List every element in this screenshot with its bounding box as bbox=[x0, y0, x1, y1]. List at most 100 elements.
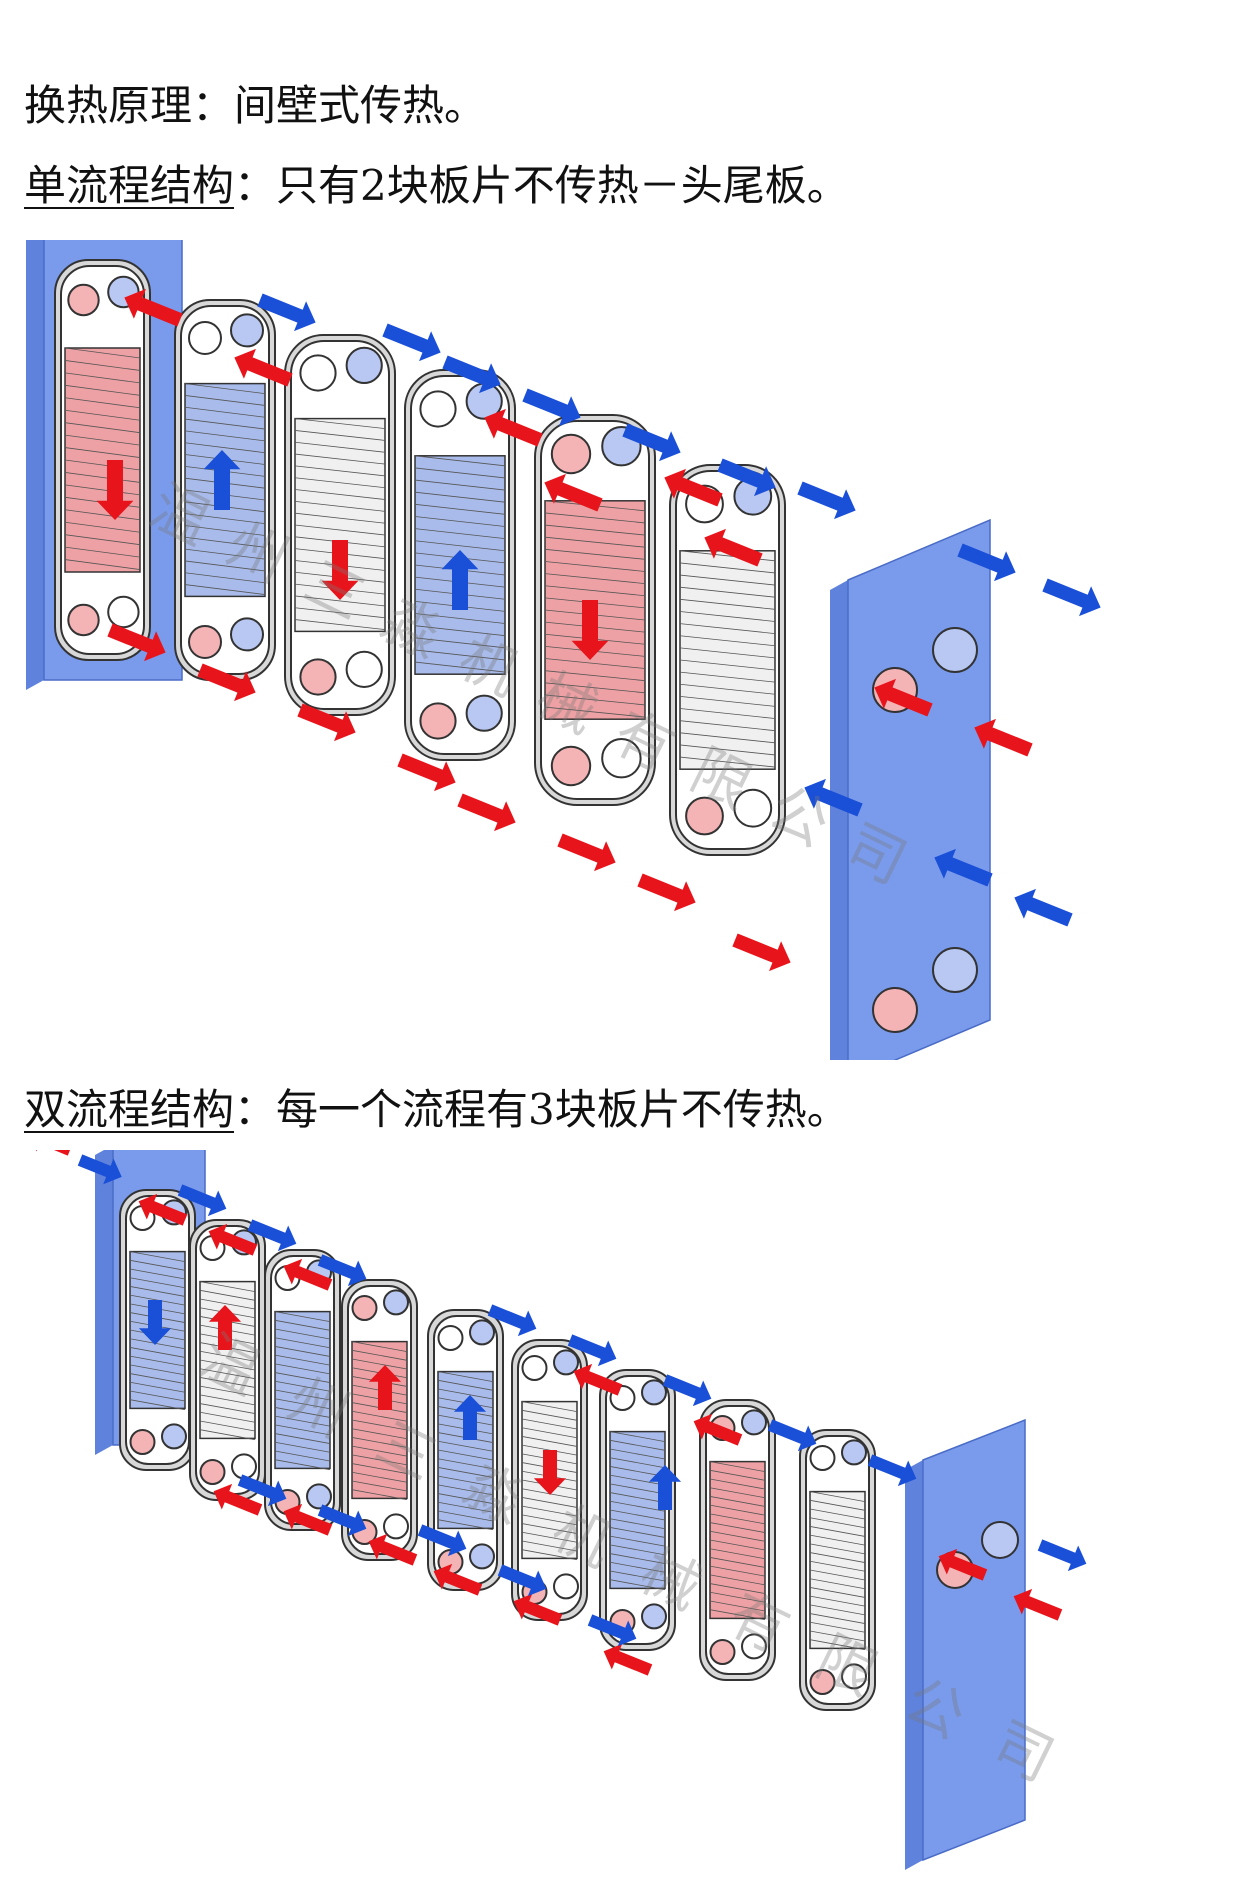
corrugation-line bbox=[64, 484, 141, 496]
corrugation-line bbox=[709, 1591, 766, 1603]
flow-arrow bbox=[208, 1223, 258, 1256]
flow-arrow-shape bbox=[484, 408, 543, 447]
corrugation-line bbox=[809, 1517, 866, 1529]
plate-port bbox=[469, 1543, 495, 1570]
corrugation-line bbox=[521, 1540, 578, 1552]
pressure-port bbox=[932, 627, 978, 673]
flow-arrow-shape bbox=[247, 1219, 297, 1252]
corrugation-line bbox=[351, 1349, 408, 1361]
corrugation-line bbox=[709, 1583, 766, 1594]
flow-arrow bbox=[732, 933, 791, 972]
plate-port bbox=[469, 1319, 495, 1346]
corrugation-line bbox=[64, 509, 141, 521]
corrugation-line bbox=[809, 1491, 866, 1502]
flow-arrow-shape bbox=[138, 1300, 172, 1345]
corrugation-line bbox=[274, 1311, 331, 1322]
corrugation-line bbox=[414, 613, 506, 624]
flow-arrow-shape bbox=[368, 1365, 402, 1410]
corrugation-line bbox=[609, 1492, 666, 1503]
corrugation-line bbox=[199, 1298, 256, 1310]
corrugation-line bbox=[609, 1457, 666, 1469]
flow-arrow-shape bbox=[297, 703, 356, 742]
flow-arrow bbox=[417, 1524, 467, 1557]
double-pass-line: 双流程结构：每一个流程有3块板片不传热。 bbox=[24, 1082, 849, 1138]
corrugation-line bbox=[709, 1487, 766, 1499]
double-pass-label: 双流程结构 bbox=[24, 1085, 235, 1134]
corrugation-line bbox=[184, 548, 266, 560]
corrugation-line bbox=[679, 574, 776, 586]
flow-arrow bbox=[368, 1365, 402, 1410]
plate-port bbox=[188, 321, 222, 355]
corrugation-line bbox=[199, 1350, 256, 1362]
flow-arrow bbox=[533, 1450, 567, 1495]
flow-arrow-shape bbox=[382, 323, 441, 362]
corrugation-line bbox=[521, 1505, 578, 1517]
corrugation-line bbox=[679, 696, 776, 707]
plate-port bbox=[199, 1459, 226, 1485]
flow-arrow-shape bbox=[938, 1548, 988, 1581]
corrugation-line bbox=[809, 1508, 866, 1520]
pressure-plate bbox=[905, 1418, 1026, 1870]
flow-arrow-shape bbox=[453, 1395, 487, 1440]
corrugation-line bbox=[351, 1445, 408, 1457]
flow-arrow-shape bbox=[317, 1504, 367, 1537]
corrugation-line bbox=[809, 1595, 866, 1607]
flow-arrow-shape bbox=[1042, 578, 1101, 617]
single-pass-svg bbox=[26, 240, 1101, 1060]
corrugation-line bbox=[294, 453, 386, 465]
corrugation-line bbox=[184, 560, 266, 572]
corrugation-line bbox=[129, 1381, 186, 1393]
corrugation-line bbox=[609, 1518, 666, 1530]
corrugation-line bbox=[274, 1354, 331, 1366]
double-pass-text: 每一个流程有3块板片不传热。 bbox=[276, 1085, 849, 1134]
corrugation-line bbox=[351, 1410, 408, 1422]
corrugation-line bbox=[709, 1469, 766, 1481]
flow-arrow bbox=[283, 1258, 333, 1291]
corrugation-line bbox=[294, 430, 386, 441]
flow-arrow-shape bbox=[874, 678, 933, 717]
corrugation-line bbox=[274, 1441, 331, 1453]
plate-port bbox=[161, 1423, 187, 1450]
flow-arrow-shape bbox=[664, 468, 723, 507]
flow-arrow-shape bbox=[257, 293, 316, 332]
flow-arrow-shape bbox=[417, 1524, 467, 1557]
corrugation-line bbox=[274, 1346, 331, 1357]
corrugation-line bbox=[521, 1523, 578, 1534]
frame-face bbox=[922, 1418, 1026, 1862]
plate-port bbox=[231, 1453, 257, 1480]
flow-arrow bbox=[96, 460, 134, 520]
corrugation-line bbox=[521, 1427, 578, 1439]
corrugation-line bbox=[521, 1514, 578, 1526]
corrugation-line bbox=[809, 1630, 866, 1642]
corrugation-line bbox=[184, 513, 266, 525]
corrugation-line bbox=[351, 1341, 408, 1352]
flow-arrow-shape bbox=[283, 1503, 333, 1536]
flow-arrow bbox=[587, 1614, 637, 1647]
corrugation-line bbox=[609, 1474, 666, 1486]
flow-arrow bbox=[938, 1548, 988, 1581]
corrugation-line bbox=[809, 1569, 866, 1581]
flow-arrow bbox=[234, 348, 293, 387]
corrugation-line bbox=[294, 477, 386, 489]
corrugation-line bbox=[129, 1399, 186, 1411]
corrugation-line bbox=[709, 1565, 766, 1577]
flow-arrow-shape bbox=[107, 623, 166, 662]
corrugation-line bbox=[679, 744, 776, 756]
flow-arrow-shape bbox=[693, 1413, 743, 1446]
corrugation-line bbox=[414, 491, 506, 503]
corrugation-line bbox=[294, 595, 386, 607]
corrugation-line bbox=[274, 1459, 331, 1471]
corrugation-line bbox=[129, 1347, 186, 1358]
corrugation-line bbox=[521, 1401, 578, 1412]
corrugation-line bbox=[294, 524, 386, 536]
flow-arrow bbox=[544, 473, 603, 512]
principle-colon: ： bbox=[192, 81, 235, 130]
corrugation-line bbox=[199, 1289, 256, 1301]
corrugation-line bbox=[274, 1319, 331, 1331]
flow-arrow bbox=[567, 1334, 617, 1367]
plate-5 bbox=[669, 464, 786, 856]
corrugation-line bbox=[709, 1609, 766, 1621]
flow-arrow-shape bbox=[441, 550, 479, 610]
corrugation-line bbox=[184, 442, 266, 454]
flow-arrow bbox=[497, 1564, 547, 1597]
